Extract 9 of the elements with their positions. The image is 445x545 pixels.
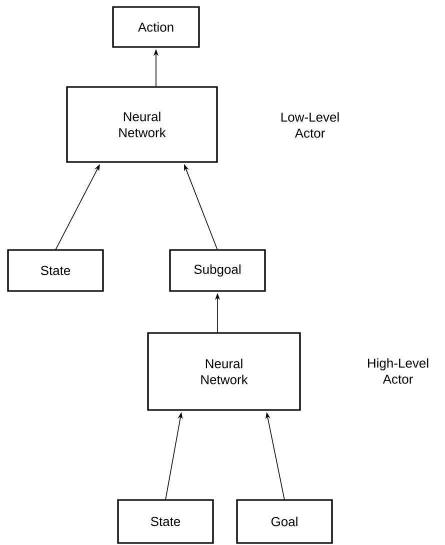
label-box: Subgoal xyxy=(169,249,266,292)
label-box: State xyxy=(117,499,214,544)
actor-label: Low-Level Actor xyxy=(281,112,339,138)
actor-label: High-Level Actor xyxy=(368,358,428,384)
network-box: Neural Network xyxy=(147,332,301,411)
label-box: State xyxy=(7,249,104,292)
label-box: Action xyxy=(112,6,200,48)
label-box: Goal xyxy=(236,499,333,544)
network-box: Neural Network xyxy=(66,86,218,163)
